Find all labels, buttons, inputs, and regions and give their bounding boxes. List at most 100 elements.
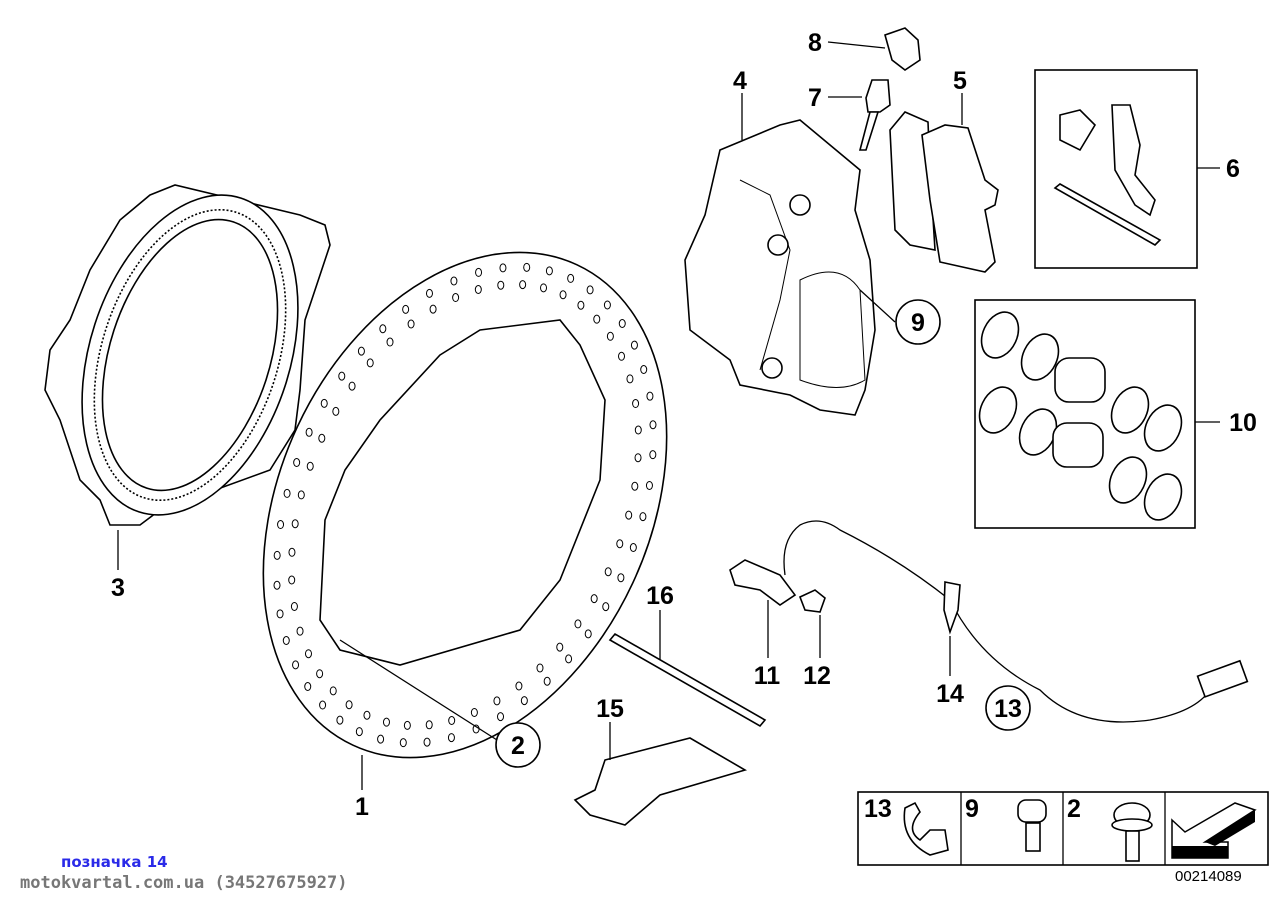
bleed-valve[interactable] xyxy=(858,79,891,151)
disc-hole xyxy=(282,636,290,646)
clip-icon xyxy=(903,801,949,856)
disc-hole xyxy=(593,314,601,324)
disc-hole xyxy=(556,642,564,652)
brake-disc[interactable] xyxy=(185,187,744,824)
callout-3: 3 xyxy=(111,574,125,602)
disc-hole xyxy=(345,700,353,710)
disc-hole xyxy=(277,520,285,530)
disc-hole xyxy=(634,425,642,435)
callout-5: 5 xyxy=(953,67,967,95)
disc-hole xyxy=(293,458,301,468)
footer-note: позначка 14 xyxy=(61,853,168,871)
disc-hole xyxy=(565,654,573,664)
disc-hole xyxy=(520,696,528,706)
disc-hole xyxy=(273,550,281,560)
leader-lines xyxy=(117,41,1220,790)
piston xyxy=(1054,357,1106,403)
disc-hole xyxy=(402,304,410,314)
disc-hole xyxy=(618,318,626,328)
disc-hole xyxy=(604,567,612,577)
seal-ring xyxy=(980,311,1020,359)
cable-clip[interactable] xyxy=(943,581,961,635)
disc-hole xyxy=(602,602,610,612)
disc-hole xyxy=(366,358,374,368)
disc-hole xyxy=(545,266,553,276)
disc-hole xyxy=(603,300,611,310)
callout-4: 4 xyxy=(733,67,747,95)
disc-hole xyxy=(567,273,575,283)
callout-15: 15 xyxy=(596,695,624,723)
callout-12: 12 xyxy=(803,662,831,690)
disc-hole xyxy=(474,285,482,295)
disc-hole xyxy=(616,539,624,549)
callout-16: 16 xyxy=(646,582,674,610)
callout-circle-13 xyxy=(985,685,1031,731)
disc-hole xyxy=(499,263,507,273)
callout-13: 13 xyxy=(994,695,1022,723)
disc-hole xyxy=(355,727,363,737)
wheel-speed-sensor[interactable] xyxy=(729,520,1249,723)
disc-hole xyxy=(288,575,296,585)
disc-hole xyxy=(617,573,625,583)
disc-hole xyxy=(336,715,344,725)
seal-ring xyxy=(1143,473,1183,521)
disc-hole xyxy=(584,629,592,639)
callout-9: 9 xyxy=(911,309,925,337)
disc-hole xyxy=(631,481,639,491)
disc-hole xyxy=(407,319,415,329)
arrow-icon xyxy=(1171,802,1257,859)
disc-hole xyxy=(497,712,505,722)
footer-site[interactable]: motokvartal.com.ua (34527675927) xyxy=(20,873,348,893)
disc-hole xyxy=(332,406,340,416)
disc-hole xyxy=(577,300,585,310)
disc-hole xyxy=(386,337,394,347)
disc-hole xyxy=(540,283,548,293)
sensor-bolt[interactable] xyxy=(798,589,826,613)
disc-hole xyxy=(618,351,626,361)
cable-tie[interactable] xyxy=(608,632,767,728)
disc-hole xyxy=(629,542,637,552)
brake-pads[interactable] xyxy=(889,111,999,273)
disc-hole xyxy=(649,450,657,460)
torx-washer-bolt-icon xyxy=(1111,802,1153,862)
seal-ring xyxy=(1143,404,1183,452)
disc-hole xyxy=(292,660,300,670)
callout-14: 14 xyxy=(936,680,964,708)
callout-1: 1 xyxy=(355,793,369,821)
abs-sensor-ring[interactable] xyxy=(44,167,336,543)
disc-hole xyxy=(399,738,407,748)
grease-tube[interactable] xyxy=(573,737,748,826)
disc-hole xyxy=(338,371,346,381)
disc-hole xyxy=(382,717,390,727)
disc-hole xyxy=(475,267,483,277)
disc-hole xyxy=(452,293,460,303)
seal-ring xyxy=(1108,456,1148,504)
disc-hole xyxy=(379,324,387,334)
disc-hole xyxy=(425,288,433,298)
disc-hole xyxy=(403,720,411,730)
disc-hole xyxy=(290,601,298,611)
callout-7: 7 xyxy=(808,84,822,112)
disc-hole xyxy=(646,391,654,401)
disc-hole xyxy=(305,427,313,437)
disc-hole xyxy=(470,707,478,717)
disc-hole xyxy=(497,280,505,290)
disc-hole xyxy=(649,420,657,430)
brake-caliper[interactable] xyxy=(684,119,876,416)
disc-hole xyxy=(348,381,356,391)
disc-hole xyxy=(543,676,551,686)
disc-hole xyxy=(634,453,642,463)
callout-10: 10 xyxy=(1229,409,1257,437)
disc-hole xyxy=(559,290,567,300)
bleed-valve-cap[interactable] xyxy=(884,27,921,71)
disc-hole xyxy=(630,340,638,350)
disc-hole xyxy=(423,737,431,747)
disc-hole xyxy=(357,346,365,356)
diagram-code: 00214089 xyxy=(1175,868,1242,885)
disc-hole xyxy=(632,399,640,409)
disc-hole xyxy=(320,398,328,408)
disc-hole xyxy=(519,280,527,290)
disc-hole xyxy=(586,285,594,295)
disc-hole xyxy=(273,580,281,590)
